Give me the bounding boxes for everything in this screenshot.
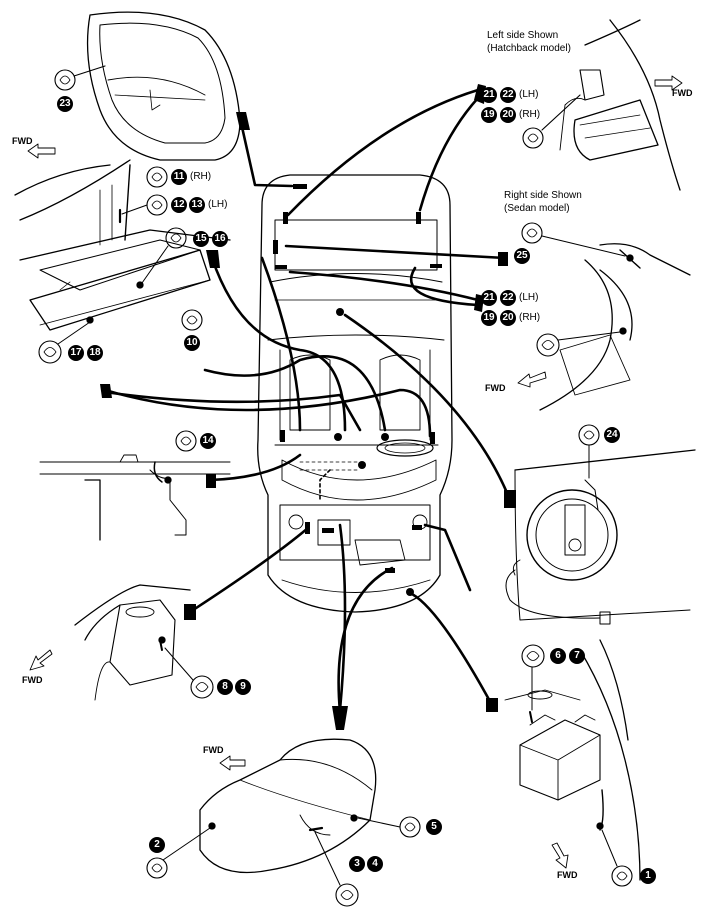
battery-area-illustration — [504, 639, 641, 881]
callout-20-top: 20 — [500, 107, 516, 123]
callout-13: 13 — [189, 197, 205, 213]
fwd-label-lower-left: FWD — [22, 675, 43, 685]
callout-19-20-top-side: (RH) — [519, 109, 541, 120]
clip-2 — [146, 827, 211, 879]
clip-8 — [164, 647, 214, 699]
clip-3 — [314, 831, 359, 907]
callout-19-20-middle-side: (RH) — [519, 312, 541, 323]
callout-20-middle: 20 — [500, 310, 516, 326]
callout-11-side: (RH) — [190, 171, 212, 182]
fuel-pump-illustration — [505, 449, 696, 625]
vehicle-body-outline — [257, 174, 453, 613]
fwd-label-right-middle: FWD — [485, 383, 506, 393]
fwd-arrow-bottom-right — [551, 842, 569, 869]
fwd-label-top-right: FWD — [672, 88, 693, 98]
clip-24 — [578, 424, 600, 479]
callout-7: 7 — [569, 648, 585, 664]
callout-17: 17 — [68, 345, 84, 361]
clip-10 — [181, 309, 203, 331]
clip-14 — [175, 430, 197, 452]
callout-24: 24 — [604, 427, 620, 443]
clip-6 — [521, 644, 545, 711]
fwd-arrow-bottom-center — [219, 755, 246, 771]
fwd-label-bottom-center: FWD — [203, 745, 224, 755]
caption-right-side: Right side Shown — [504, 190, 582, 201]
fwd-label-bottom-right: FWD — [557, 870, 578, 880]
callout-21-22-top-side: (LH) — [519, 89, 539, 100]
callout-11: 11 — [171, 169, 187, 185]
callout-4: 4 — [367, 856, 383, 872]
callout-23: 23 — [57, 96, 73, 112]
fwd-arrow-left — [27, 143, 56, 159]
clip-15 — [141, 227, 187, 284]
callout-22-middle: 22 — [500, 290, 516, 306]
clip-25 — [521, 222, 626, 257]
clip-23 — [54, 65, 106, 91]
callout-6: 6 — [550, 648, 566, 664]
callout-9: 9 — [235, 679, 251, 695]
fwd-arrow-lower-left — [29, 649, 53, 671]
rear-luggage-illustration — [74, 584, 191, 701]
callout-15: 15 — [193, 231, 209, 247]
fwd-arrow-right-middle — [517, 371, 547, 388]
callout-21-22-middle-side: (LH) — [519, 292, 539, 303]
callout-1: 1 — [640, 868, 656, 884]
clip-21-19-top-right — [522, 94, 581, 149]
fuel-tank-illustration — [199, 738, 377, 874]
callout-22-top: 22 — [500, 87, 516, 103]
callout-16: 16 — [212, 231, 228, 247]
callout-18: 18 — [87, 345, 103, 361]
clip-5 — [357, 816, 421, 838]
left-side-hatchback-illustration — [559, 19, 681, 191]
callout-25: 25 — [514, 248, 530, 264]
back-door-illustration — [86, 11, 241, 161]
caption-right-side-model: (Sedan model) — [504, 203, 570, 214]
clip-1 — [601, 829, 633, 887]
callout-12-13-side: (LH) — [208, 199, 228, 210]
fwd-arrow-top-right — [654, 75, 683, 91]
clip-12 — [121, 194, 168, 216]
fwd-label-left: FWD — [12, 136, 33, 146]
callout-10: 10 — [184, 335, 200, 351]
clip-11 — [146, 166, 168, 188]
callout-14: 14 — [200, 433, 216, 449]
callout-8: 8 — [217, 679, 233, 695]
callout-21-top: 21 — [481, 87, 497, 103]
callout-19-top: 19 — [481, 107, 497, 123]
callout-3: 3 — [349, 856, 365, 872]
callout-21-middle: 21 — [481, 290, 497, 306]
clip-21-19-right-middle — [536, 331, 621, 357]
caption-left-side: Left side Shown — [487, 30, 559, 41]
callout-19-middle: 19 — [481, 310, 497, 326]
callout-5: 5 — [426, 819, 442, 835]
right-side-sedan-illustration — [539, 243, 691, 411]
callout-12: 12 — [171, 197, 187, 213]
bracket-clip-14-illustration — [39, 454, 231, 541]
callout-2: 2 — [149, 837, 165, 853]
leader-arrows — [103, 88, 512, 714]
clip-17 — [38, 321, 91, 364]
caption-left-side-model: (Hatchback model) — [487, 43, 571, 54]
